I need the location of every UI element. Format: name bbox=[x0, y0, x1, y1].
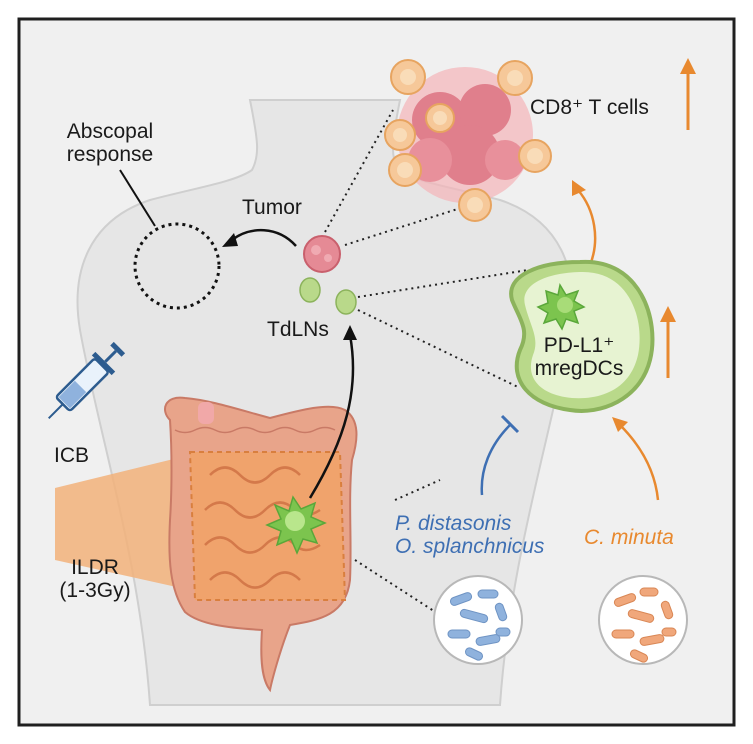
dendritic-cell-icon bbox=[265, 495, 327, 555]
label-ildr-line2: (1-3Gy) bbox=[59, 579, 131, 603]
arrowhead-cminuta bbox=[612, 417, 628, 432]
arrow-dc-to-tdlns bbox=[308, 334, 355, 499]
label-p-distasonis: P. distasonis bbox=[395, 512, 512, 535]
syringe-icon bbox=[48, 341, 126, 419]
arrowhead-abscopal bbox=[222, 233, 238, 247]
connector-dotted-lines bbox=[324, 109, 529, 616]
arrowhead-ln-to-tcells bbox=[572, 180, 586, 196]
label-icb: ICB bbox=[54, 444, 90, 467]
abscopal-target-circle bbox=[133, 222, 221, 310]
label-ildr-line1: ILDR bbox=[71, 556, 119, 579]
t-cell-nuclei bbox=[393, 69, 543, 213]
up-arrow-icon-mregdc bbox=[660, 306, 676, 378]
label-bacteria-blue: P. distasonis O. splanchnicus bbox=[395, 512, 544, 558]
label-abscopal: Abscopal response bbox=[50, 120, 170, 166]
label-tdlns: TdLNs bbox=[267, 318, 329, 341]
label-ildr: ILDR (1-3Gy) bbox=[50, 556, 140, 602]
label-abscopal-line2: response bbox=[66, 143, 154, 167]
label-pdl1-line2: mregDCs bbox=[534, 357, 624, 381]
label-abscopal-line1: Abscopal bbox=[66, 120, 154, 143]
arrowhead-dc-to-tdlns bbox=[343, 325, 357, 340]
bacteria-circle-icon-orange bbox=[598, 575, 688, 665]
stomach bbox=[198, 402, 214, 424]
tumor-icon bbox=[303, 235, 341, 273]
label-pdl1-line1: PD-L1⁺ bbox=[543, 334, 615, 357]
colon-haustra bbox=[174, 426, 336, 434]
bacteria-circle-icon-blue bbox=[433, 575, 523, 665]
label-pdl1: PD-L1⁺ mregDCs bbox=[524, 334, 634, 380]
arrow-tumor-to-abscopal bbox=[231, 228, 297, 247]
label-c-minuta: C. minuta bbox=[584, 526, 674, 549]
abscopal-pointer-line bbox=[119, 169, 156, 227]
arrow-cminuta-to-ln bbox=[619, 424, 660, 501]
lymph-node-left-icon bbox=[299, 277, 321, 303]
inhibit-arrow-blue bbox=[480, 414, 520, 496]
label-cd8: CD8⁺ T cells bbox=[530, 96, 649, 119]
arrow-ln-to-tcells bbox=[577, 189, 597, 266]
tumor-cluster-icon bbox=[397, 67, 533, 203]
label-o-splanchnicus: O. splanchnicus bbox=[395, 535, 545, 559]
label-tumor: Tumor bbox=[242, 196, 302, 219]
t-cell-icon bbox=[384, 59, 552, 222]
radiation-beam bbox=[55, 455, 190, 590]
up-arrow-icon-cd8 bbox=[680, 58, 696, 130]
lymph-node-right-icon bbox=[335, 289, 357, 315]
dendritic-cell-icon-ln bbox=[536, 282, 586, 331]
